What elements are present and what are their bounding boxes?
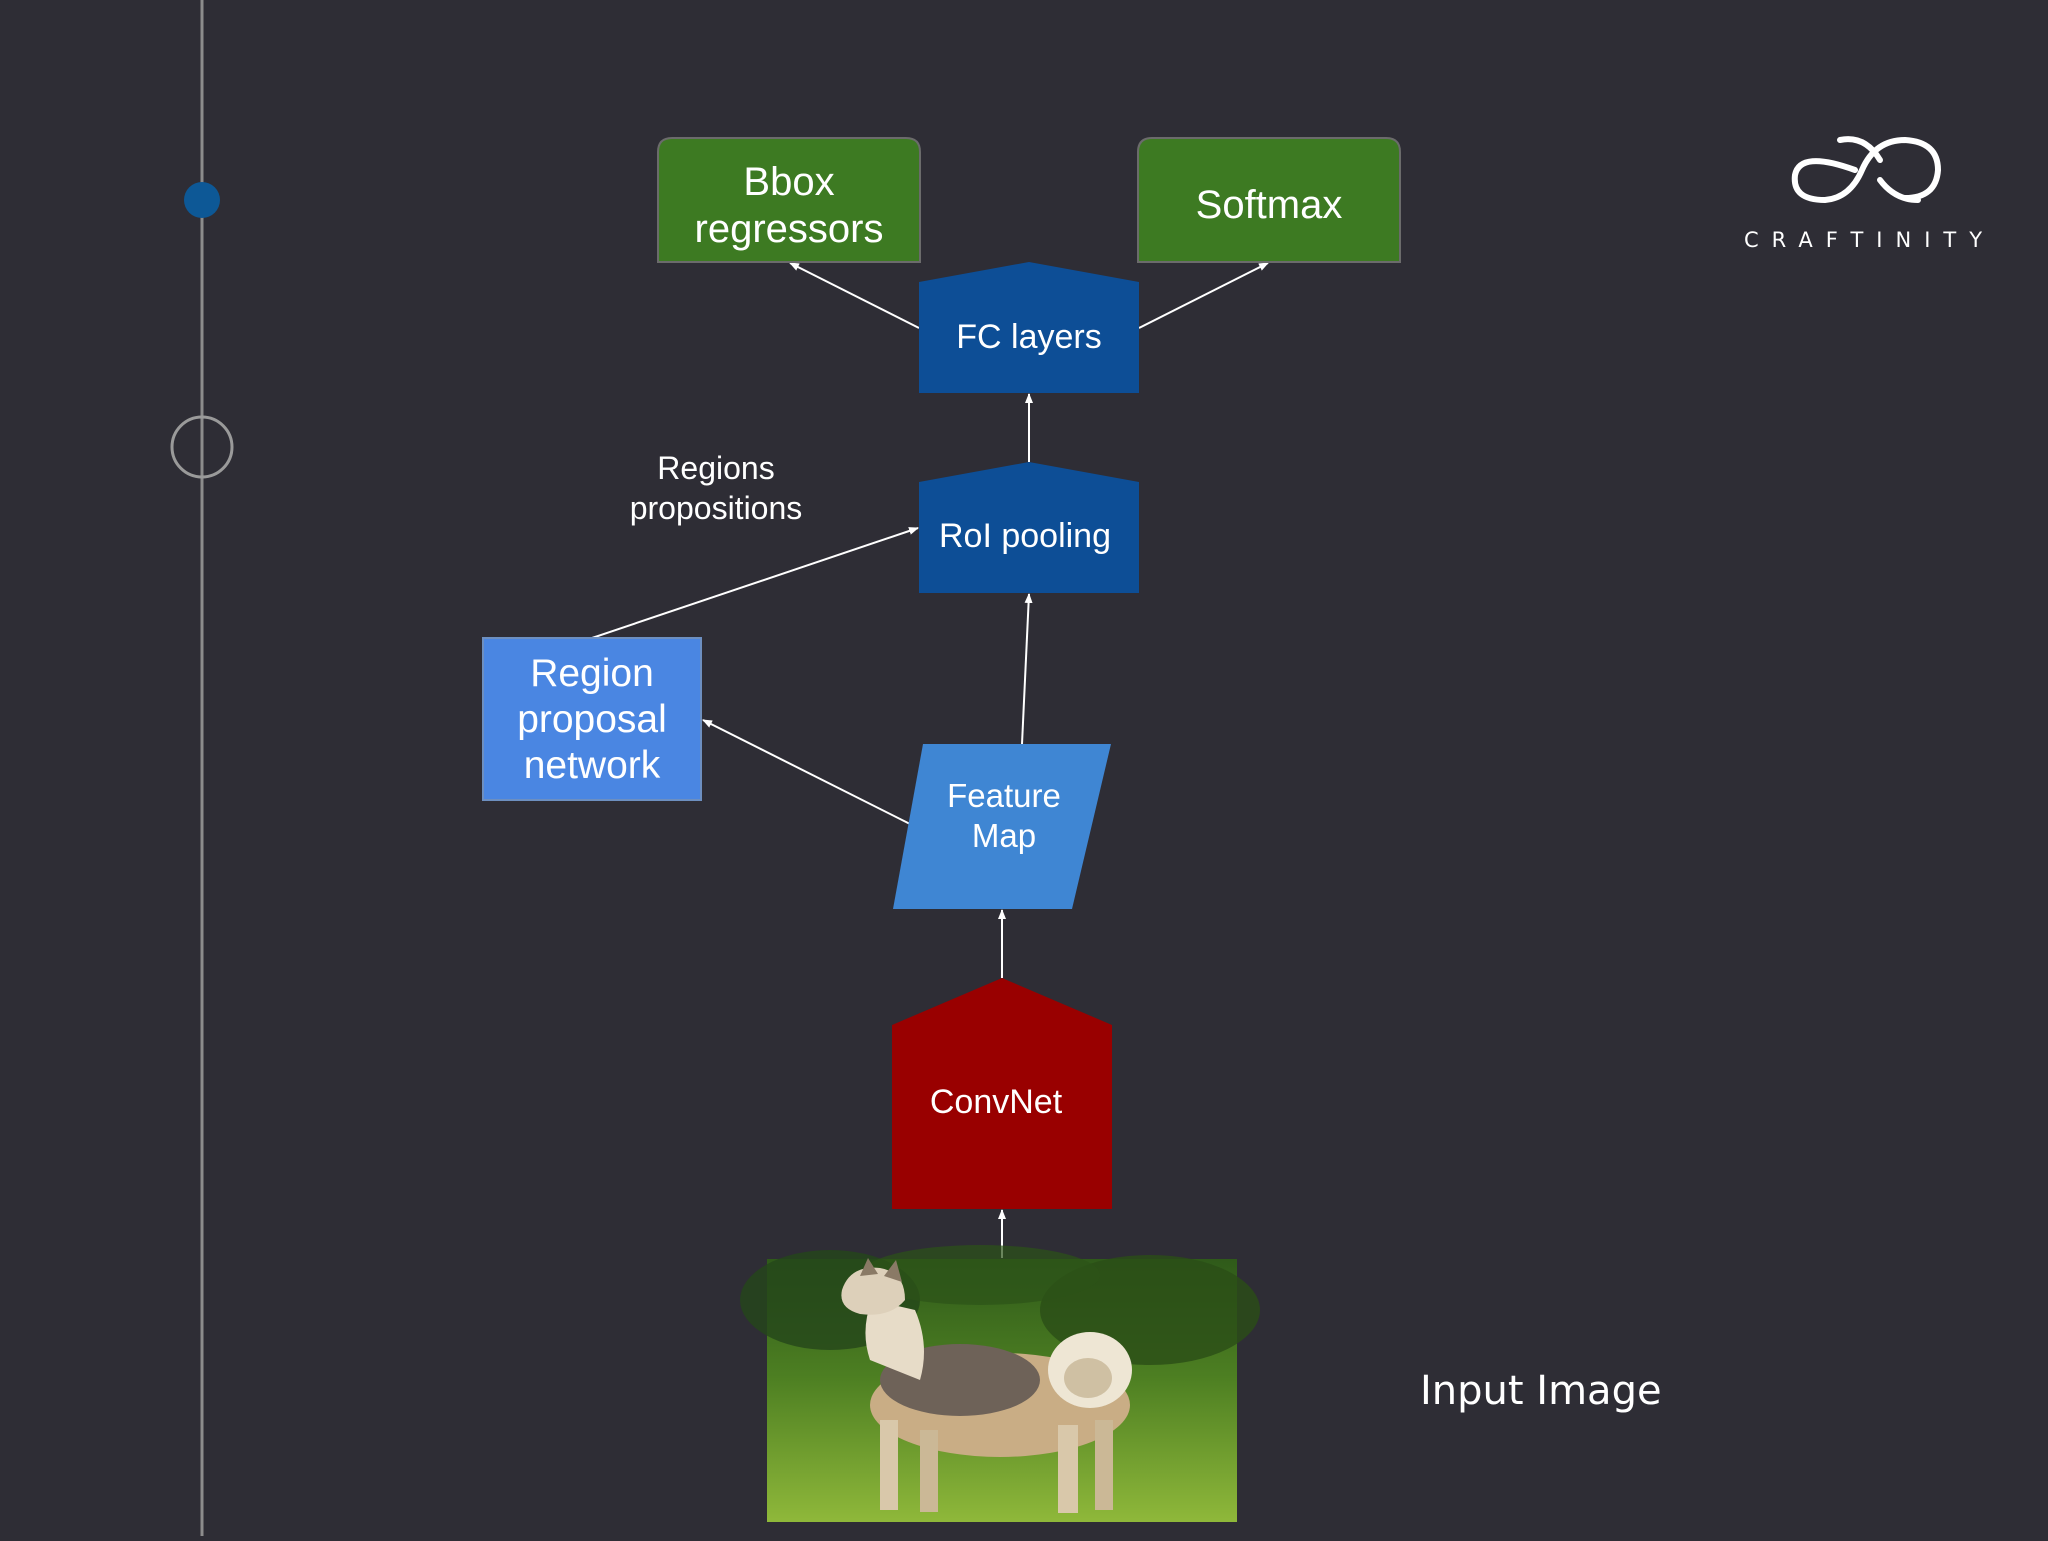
roi-pooling-label-line: RoI pooling — [939, 517, 1111, 555]
convnet-node[interactable]: ConvNet — [892, 978, 1112, 1209]
timeline-dot[interactable] — [170, 415, 234, 479]
infinity-knot-icon — [1791, 136, 1942, 204]
arrow-fc-to-bbox — [789, 262, 920, 329]
softmax-node[interactable]: Softmax — [1137, 137, 1401, 263]
regions-propositions-annotation-line: propositions — [630, 490, 803, 526]
input-image — [740, 1245, 1260, 1522]
arrow-featuremap-to-rpn — [702, 719, 915, 827]
logo-wordmark: CRAFTINITY — [1744, 228, 1996, 252]
fc-layers-node[interactable]: FC layers — [919, 262, 1139, 393]
arrow-rpn-to-roi — [591, 527, 919, 639]
arrow-featuremap-to-roi — [1021, 593, 1033, 745]
arrows — [591, 262, 1269, 1258]
roi-pooling-label: RoI pooling — [939, 517, 1111, 555]
softmax-label: Softmax — [1196, 183, 1343, 227]
timeline — [170, 0, 234, 1536]
arrow-fc-to-softmax — [1138, 262, 1269, 329]
bbox-regressors-label-line: Bbox — [743, 160, 834, 204]
region-proposal-network-label-line: network — [524, 744, 661, 787]
fc-layers-label: FC layers — [956, 318, 1101, 356]
region-proposal-network-label-line: Region — [530, 652, 654, 695]
dog-figure — [841, 1258, 1132, 1513]
fc-layers-label-line: FC layers — [956, 318, 1101, 356]
roi-pooling-node[interactable]: RoI pooling — [919, 462, 1139, 593]
softmax-label-line: Softmax — [1196, 183, 1343, 227]
region-proposal-network-label-line: proposal — [517, 698, 667, 741]
bbox-regressors-label-line: regressors — [695, 207, 884, 251]
regions-propositions-annotation-line: Regions — [657, 450, 774, 486]
timeline-dot-active[interactable] — [184, 182, 220, 218]
regions-propositions-annotation: Regions propositions — [630, 450, 803, 526]
input-image-label: Input Image — [1420, 1368, 1662, 1414]
convnet-label-line: ConvNet — [930, 1083, 1063, 1121]
feature-map-label-line: Map — [972, 817, 1036, 854]
feature-map-label-line: Feature — [947, 777, 1061, 814]
convnet-label: ConvNet — [930, 1083, 1063, 1121]
